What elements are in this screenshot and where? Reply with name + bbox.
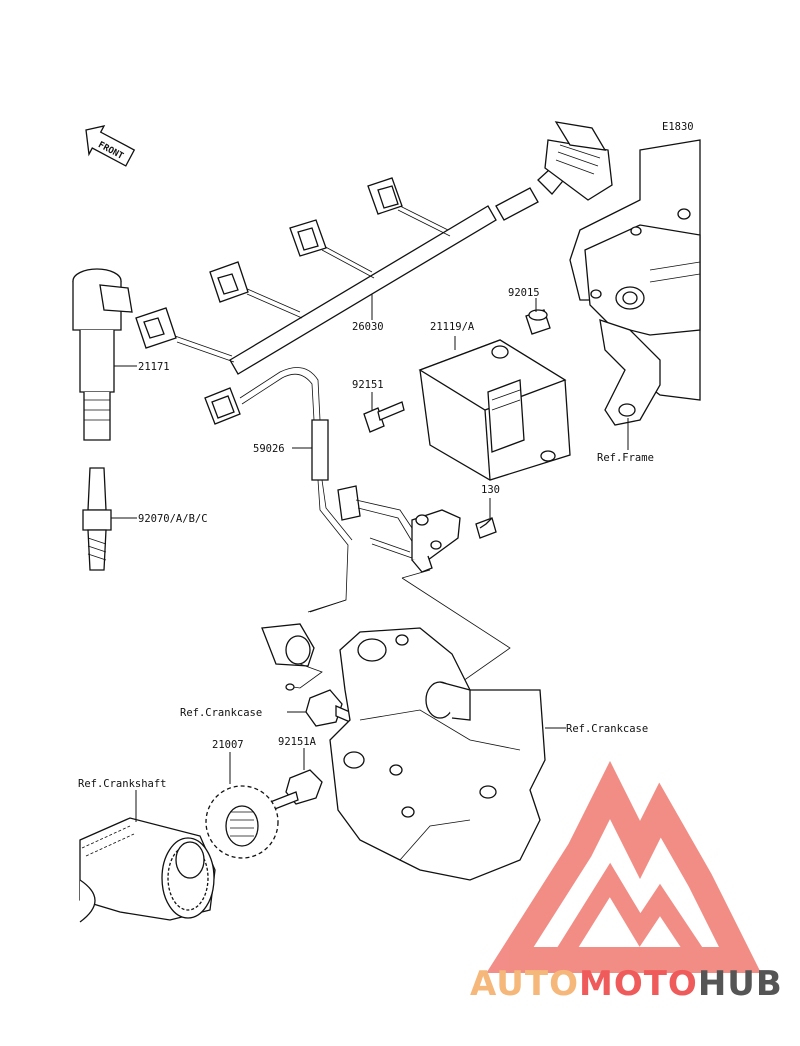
crankcase: [329, 627, 566, 881]
automotohub-wordmark: AUTOMOTOHUB: [470, 964, 783, 1004]
timing-rotor: [205, 752, 279, 859]
diagram-code: E1830: [662, 121, 694, 133]
wiring-harness: [135, 121, 613, 375]
label-21007: 21007: [212, 739, 244, 751]
bolt-92151: [363, 392, 405, 433]
label-92151a: 92151A: [278, 736, 317, 748]
label-ref-crankcase-left: Ref.Crankcase: [180, 707, 262, 719]
wordmark-auto: AUTO: [470, 964, 579, 1004]
label-92070: 92070/A/B/C: [138, 513, 208, 525]
label-26030: 26030: [352, 321, 384, 333]
pickup-coil: [411, 498, 497, 573]
spark-plug: [82, 467, 137, 571]
wordmark-moto: MOTO: [579, 964, 698, 1004]
automotohub-logo: [486, 760, 762, 973]
label-ref-crankshaft: Ref.Crankshaft: [78, 778, 167, 790]
neutral-switch: [287, 689, 351, 727]
label-92151: 92151: [352, 379, 384, 391]
crankshaft: [79, 790, 216, 923]
label-21119: 21119/A: [430, 321, 475, 333]
front-arrow-icon: FRONT: [85, 125, 136, 167]
part-labels: 21171 92070/A/B/C 26030 21119/A 92015 92…: [78, 287, 654, 790]
igniter-unit: [418, 336, 571, 481]
label-ref-frame: Ref.Frame: [597, 452, 654, 464]
bushing: [525, 298, 551, 335]
pickup-harness: [204, 367, 421, 613]
oil-pressure-sensor: [261, 599, 347, 691]
label-130: 130: [481, 484, 500, 496]
ignition-coil: [72, 268, 137, 441]
label-ref-crankcase-right: Ref.Crankcase: [566, 723, 648, 735]
svg-text:AUTOMOTOHUB: AUTOMOTOHUB: [470, 964, 783, 1004]
label-59026: 59026: [253, 443, 285, 455]
wordmark-hub: HUB: [698, 964, 783, 1004]
label-21171: 21171: [138, 361, 170, 373]
label-92015: 92015: [508, 287, 540, 299]
frame-outline: [569, 139, 701, 426]
